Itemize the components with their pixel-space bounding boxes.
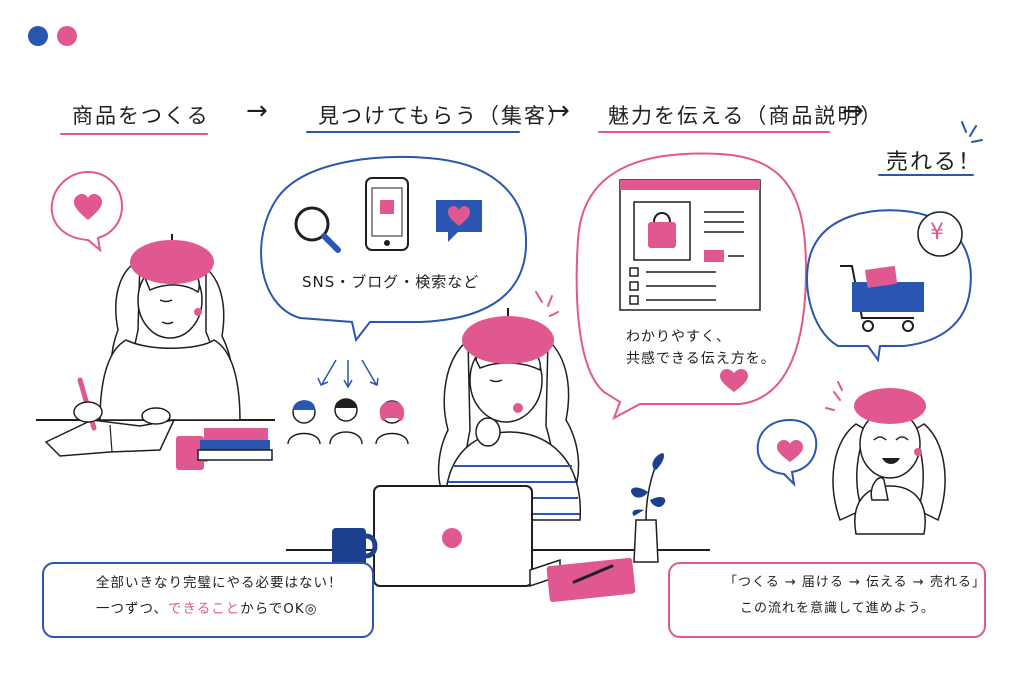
checklist-icon: [629, 267, 716, 305]
note-right: [668, 562, 986, 638]
notebook-icon: [546, 557, 636, 602]
note-left-line2-prefix: 一つずつ、: [96, 601, 168, 617]
sparkle-icon: [961, 121, 983, 143]
mug-icon-blue: [332, 528, 378, 568]
step-sold-underline: [878, 174, 974, 176]
step-make-product: 商品をつくる: [72, 104, 210, 128]
step-convey-appeal: 魅力を伝える（商品説明）: [608, 104, 884, 128]
laptop-icon: [373, 485, 561, 588]
note-left-line1: 全部いきなり完璧にやる必要はない！: [96, 575, 343, 591]
note-left: [42, 562, 374, 638]
note-right-line2: この流れを意識して進めよう。: [740, 601, 935, 616]
heart-icon-small: [720, 369, 748, 392]
step-get-found: 見つけてもらう（集客）: [318, 104, 570, 128]
search-icon: [294, 206, 341, 253]
step-make-product-underline: [60, 133, 208, 135]
flow-arrow-1: →: [246, 96, 268, 126]
step-get-found-underline: [306, 131, 520, 133]
description-caption-line2: 共感できる伝え方を。: [626, 351, 776, 367]
heart-chat-icon: [436, 200, 482, 242]
step-sold: 売れる！: [886, 150, 983, 175]
channels-caption: SNS・ブログ・検索など: [302, 273, 480, 291]
mug-icon: [176, 436, 204, 470]
heart-speech-bubble: [50, 170, 124, 253]
note-left-highlight: できること: [167, 601, 241, 617]
audience-group: [287, 398, 409, 445]
shopping-cart-icon: [840, 265, 924, 332]
heart-icon: [74, 194, 102, 220]
flow-arrow-2: →: [548, 96, 570, 126]
step-convey-appeal-underline: [598, 131, 830, 133]
product-page-mockup: [619, 179, 761, 311]
plant-vase-icon: [630, 453, 666, 563]
yen-symbol: ¥: [930, 220, 945, 245]
smartphone-icon: [365, 177, 409, 251]
handbag-icon: [648, 222, 676, 248]
blue-dot-decoration: [28, 26, 48, 46]
pink-dot-decoration: [57, 26, 77, 46]
note-right-line1: 「つくる → 届ける → 伝える → 売れる」: [724, 575, 986, 590]
flow-arrow-3: →: [842, 96, 864, 126]
note-left-line2: 一つずつ、できることからでOK◎: [96, 596, 318, 622]
yen-coin-icon: [917, 211, 963, 257]
note-left-line2-suffix: からでOK◎: [240, 601, 318, 617]
heart-icon-right: [777, 440, 803, 462]
description-caption-line1: わかりやすく、: [626, 329, 731, 345]
